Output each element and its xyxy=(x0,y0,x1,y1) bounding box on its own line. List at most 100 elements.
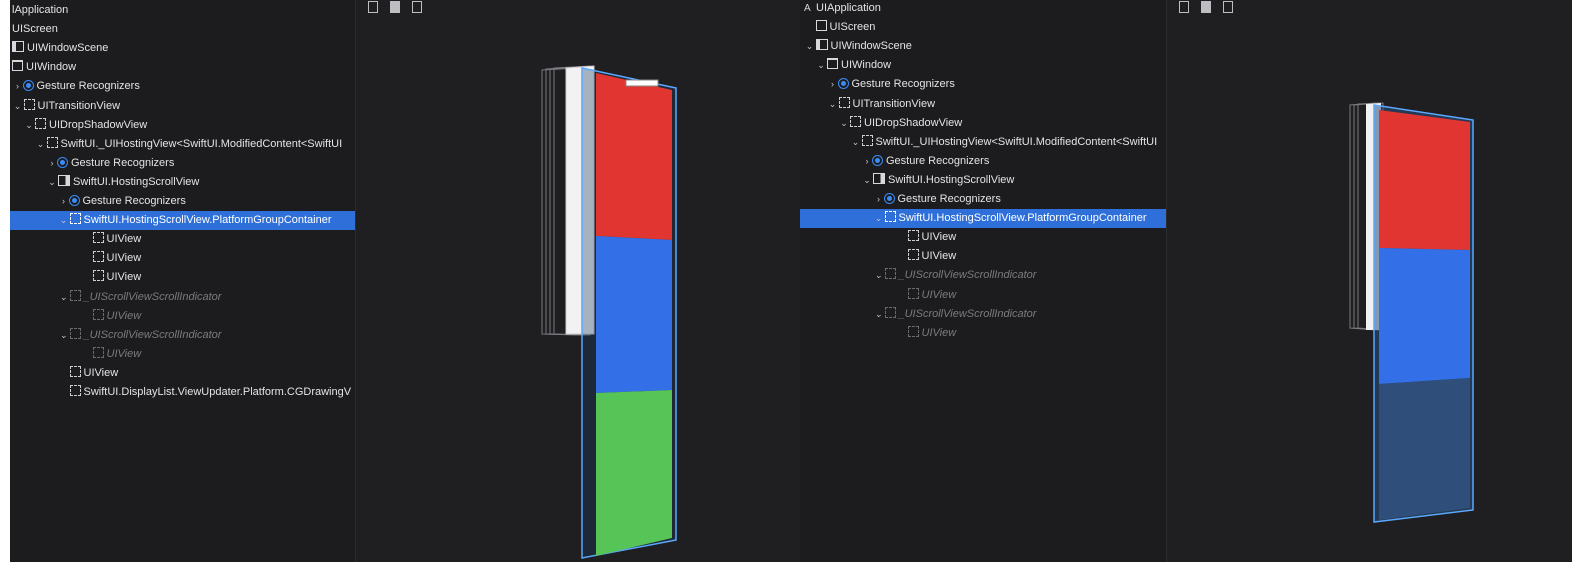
tree-row[interactable]: ›Gesture Recognizers xyxy=(800,152,1166,171)
tree-row-label: SwiftUI.DisplayList.ViewUpdater.Platform… xyxy=(83,386,352,398)
tree-row[interactable]: UIView xyxy=(10,230,355,249)
chevron-right-icon[interactable]: › xyxy=(50,157,54,168)
tree-row[interactable]: UIScreen xyxy=(10,20,355,39)
red-view xyxy=(596,73,672,240)
toolbar-button-2[interactable] xyxy=(1201,1,1211,13)
view-box-icon xyxy=(92,232,104,244)
tree-row[interactable]: ⌄SwiftUI.HostingScrollView xyxy=(10,173,355,192)
chevron-right-icon[interactable]: › xyxy=(877,194,880,204)
tree-row[interactable]: ⌄UIDropShadowView xyxy=(800,114,1166,133)
chevron-right-icon[interactable]: › xyxy=(831,79,834,90)
chevron-down-icon[interactable]: ⌄ xyxy=(863,174,871,185)
tree-row[interactable]: lApplication xyxy=(10,1,355,20)
toolbar-button-1[interactable] xyxy=(1179,1,1189,13)
tree-row-label: Gesture Recognizers xyxy=(82,195,186,207)
toolbar-button-3[interactable] xyxy=(1223,1,1233,13)
scroll-view-icon xyxy=(58,174,70,186)
exploded-view-left[interactable] xyxy=(356,0,800,562)
chevron-down-icon[interactable]: ⌄ xyxy=(828,98,837,109)
tree-row[interactable]: UIView xyxy=(10,268,355,287)
tree-row[interactable]: UIView xyxy=(800,324,1166,343)
chevron-down-icon[interactable]: ⌄ xyxy=(13,100,22,111)
tree-row[interactable]: › Gesture Recognizers xyxy=(800,75,1166,94)
chevron-down-icon[interactable]: ⌄ xyxy=(851,136,860,147)
tree-row[interactable]: › Gesture Recognizers xyxy=(10,192,355,211)
view-box-icon xyxy=(907,230,919,242)
tree-row[interactable]: UIView xyxy=(800,228,1166,247)
tree-row[interactable]: ⌄_UIScrollViewScrollIndicator xyxy=(10,288,355,307)
chevron-down-icon[interactable]: ⌄ xyxy=(805,41,814,52)
view-box-icon xyxy=(861,134,873,146)
tree-row[interactable]: ⌄UIDropShadowView xyxy=(10,116,355,135)
view-debugger-canvas-left[interactable] xyxy=(356,0,800,562)
tree-row-label: Gesture Recognizers xyxy=(851,78,955,91)
tree-row[interactable]: ›Gesture Recognizers xyxy=(10,154,355,173)
chevron-down-icon[interactable]: ⌄ xyxy=(59,329,68,340)
view-hierarchy-navigator-left[interactable]: lApplicationUIScreenUIWindowScene⌄UIWind… xyxy=(10,0,356,562)
chevron-down-icon[interactable]: ⌄ xyxy=(36,138,45,149)
tree-row-label: UIView xyxy=(106,347,142,360)
chevron-down-icon[interactable]: ⌄ xyxy=(817,60,825,71)
tree-row[interactable]: ⌄ SwiftUI.HostingScrollView.PlatformGroup… xyxy=(800,209,1166,229)
toolbar-button-3[interactable] xyxy=(412,1,422,13)
view-box-icon xyxy=(35,117,46,129)
tree-row[interactable]: SwiftUI.DisplayList.ViewUpdater.Platform… xyxy=(10,383,355,402)
tree-row[interactable]: ⌄_UIScrollViewScrollIndicator xyxy=(800,266,1166,285)
tree-row-label: UIWindowScene xyxy=(830,40,912,53)
chevron-down-icon[interactable]: ⌄ xyxy=(59,291,68,302)
tree-row[interactable]: UIView xyxy=(800,247,1166,266)
view-debugger-canvas-right[interactable] xyxy=(1167,0,1572,562)
chevron-right-icon[interactable]: › xyxy=(62,196,65,206)
tree-row[interactable]: ⌄UIWindow xyxy=(10,58,355,77)
tree-row[interactable]: UIView xyxy=(10,249,355,268)
tree-row[interactable]: ›Gesture Recognizers xyxy=(10,77,355,96)
tree-row[interactable]: ⌄ UIWindowScene xyxy=(800,37,1166,56)
view-box-icon xyxy=(92,308,104,320)
chevron-down-icon[interactable]: ⌄ xyxy=(874,308,883,319)
tree-row[interactable]: UIScreen xyxy=(800,18,1166,37)
tree-row-label: UIWindowScene xyxy=(27,42,109,55)
chevron-down-icon[interactable]: ⌄ xyxy=(840,117,848,128)
tree-row[interactable]: ⌄UIWindow xyxy=(800,56,1166,75)
chevron-down-icon[interactable]: ⌄ xyxy=(874,270,883,281)
tree-row[interactable]: ⌄SwiftUI.HostingScrollView xyxy=(800,171,1166,190)
tree-row[interactable]: ⌄SwiftUI.HostingScrollView.PlatformGroup… xyxy=(10,211,355,231)
tree-row[interactable]: ⌄ SwiftUI._UIHostingView<SwiftUI.Modified… xyxy=(10,135,355,154)
chevron-down-icon[interactable]: ⌄ xyxy=(48,176,56,187)
tree-row[interactable]: › Gesture Recognizers xyxy=(800,190,1166,209)
toolbar-button-2[interactable] xyxy=(390,1,400,13)
chevron-right-icon[interactable]: › xyxy=(16,81,19,92)
tree-row-label: UITransitionView xyxy=(852,97,936,110)
chevron-down-icon[interactable]: ⌄ xyxy=(59,215,68,226)
view-box-icon xyxy=(23,98,35,110)
view-box-icon xyxy=(69,327,81,339)
tree-row-label: Gesture Recognizers xyxy=(897,193,1001,205)
tree-row[interactable]: ⌄UITransitionView xyxy=(10,97,355,116)
view-box-icon xyxy=(884,268,896,280)
tree-row-label: _UIScrollViewScrollIndicator xyxy=(83,328,222,341)
chevron-right-icon[interactable]: › xyxy=(865,155,869,166)
exploded-view-right[interactable] xyxy=(1167,0,1572,562)
tree-row-label: SwiftUI.HostingScrollView.PlatformGroupC… xyxy=(898,212,1147,225)
tree-row[interactable]: UIView xyxy=(10,307,355,326)
tree-row[interactable]: UIView xyxy=(10,364,355,383)
tree-row[interactable]: ⌄ UITransitionView xyxy=(800,95,1166,114)
tree-row[interactable]: UIView xyxy=(10,345,355,364)
tree-row[interactable]: ⌄_UIScrollViewScrollIndicator xyxy=(800,305,1166,324)
tree-row[interactable]: UIView xyxy=(800,286,1166,305)
chevron-down-icon[interactable]: ⌄ xyxy=(874,213,883,224)
view-box-icon xyxy=(69,289,81,301)
tree-row[interactable]: UIWindowScene xyxy=(10,39,355,58)
view-box-icon xyxy=(907,287,919,299)
view-box-icon xyxy=(69,213,81,225)
gesture-icon xyxy=(884,194,894,203)
tree-row[interactable]: ⌄ _UIScrollViewScrollIndicator xyxy=(10,326,355,345)
tree-row[interactable]: ⌄SwiftUI._UIHostingView<SwiftUI.Modified… xyxy=(800,133,1166,152)
tree-row-label: SwiftUI._UIHostingView<SwiftUI.ModifiedC… xyxy=(60,137,343,150)
tree-row-label: UIView xyxy=(106,233,142,246)
tree-row-label: UIWindow xyxy=(26,61,77,74)
chevron-down-icon[interactable]: ⌄ xyxy=(25,119,33,130)
toolbar-button-1[interactable] xyxy=(368,1,378,13)
